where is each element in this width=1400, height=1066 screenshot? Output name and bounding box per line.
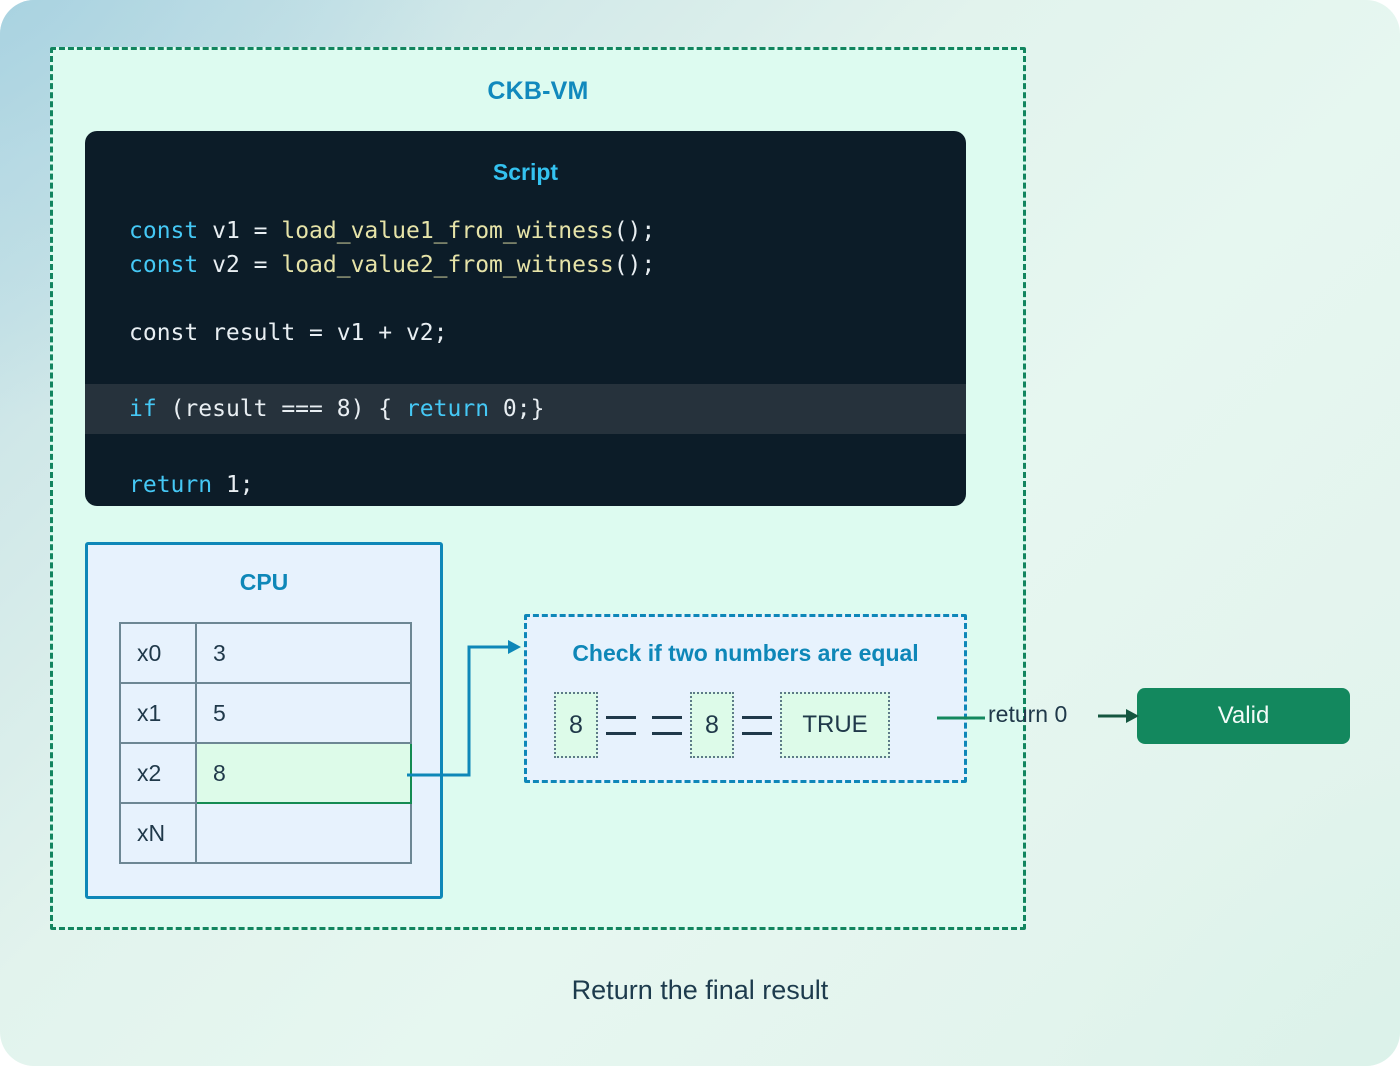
equality-expression: 8 8 TRUE	[554, 692, 946, 758]
register-value-highlighted: 8	[195, 742, 412, 804]
code-keyword: const	[129, 252, 199, 278]
code-line-8: return 1;	[85, 468, 966, 502]
left-operand-cell: 8	[554, 692, 598, 758]
right-operand-cell: 8	[690, 692, 734, 758]
return-to-valid-arrow	[1098, 709, 1139, 723]
ckb-vm-title: CKB-VM	[487, 77, 589, 105]
code-line-2: const v2 = load_value2_from_witness();	[85, 248, 966, 282]
code-text: v2 =	[198, 252, 282, 278]
comparison-result-cell: TRUE	[780, 692, 890, 758]
register-name: x0	[119, 622, 197, 684]
equality-check-title: Check if two numbers are equal	[572, 640, 919, 666]
table-row: xN	[119, 802, 412, 864]
code-line-6-highlighted: if (result === 8) { return 0;}	[85, 384, 966, 434]
table-row: x1 5	[119, 682, 412, 744]
diagram-caption: Return the final result	[571, 975, 829, 1005]
code-text: v1 =	[198, 218, 282, 244]
register-name: x1	[119, 682, 197, 744]
equality-check-box: Check if two numbers are equal 8 8 TRUE	[524, 614, 967, 783]
code-text: ();	[613, 218, 656, 244]
code-line-blank-2	[85, 350, 966, 384]
register-value: 5	[195, 682, 412, 744]
table-row: x0 3	[119, 622, 412, 684]
table-row-active: x2 8	[119, 742, 412, 804]
code-line-4: const result = v1 + v2;	[85, 316, 966, 350]
code-keyword: return	[405, 396, 490, 422]
register-name: xN	[119, 802, 197, 864]
code-text: 0;}	[489, 396, 545, 422]
cpu-title: CPU	[239, 569, 289, 595]
script-title: Script	[492, 159, 559, 185]
ckb-vm-region: CKB-VM Script const v1 = load_value1_fro…	[50, 47, 1026, 930]
equals-icon	[644, 692, 690, 758]
register-name: x2	[119, 742, 197, 804]
code-text: (result === 8) {	[156, 396, 406, 422]
valid-badge: Valid	[1137, 688, 1350, 744]
code-line-blank-3	[85, 434, 966, 468]
code-keyword: return	[129, 472, 213, 498]
equals-icon	[598, 692, 644, 758]
equals-icon	[734, 692, 780, 758]
code-text: 1;	[212, 472, 254, 498]
code-function: load_value1_from_witness	[281, 218, 614, 244]
cpu-panel: CPU x0 3 x1 5 x2 8 xN	[85, 542, 443, 899]
code-line-1: const v1 = load_value1_from_witness();	[85, 214, 966, 248]
register-value: 3	[195, 622, 412, 684]
valid-badge-label: Valid	[1217, 702, 1270, 729]
code-keyword: const	[129, 218, 199, 244]
script-code-lines: const v1 = load_value1_from_witness(); c…	[85, 214, 966, 502]
script-code-block: Script const v1 = load_value1_from_witne…	[85, 131, 966, 506]
cpu-register-table: x0 3 x1 5 x2 8 xN	[119, 622, 412, 864]
code-function: load_value2_from_witness	[281, 252, 614, 278]
register-value	[195, 802, 412, 864]
code-text: const result = v1 + v2;	[129, 320, 448, 346]
return-zero-label: return 0	[988, 701, 1068, 727]
code-line-blank-1	[85, 282, 966, 316]
code-text: ();	[613, 252, 656, 278]
code-keyword: if	[129, 396, 157, 422]
